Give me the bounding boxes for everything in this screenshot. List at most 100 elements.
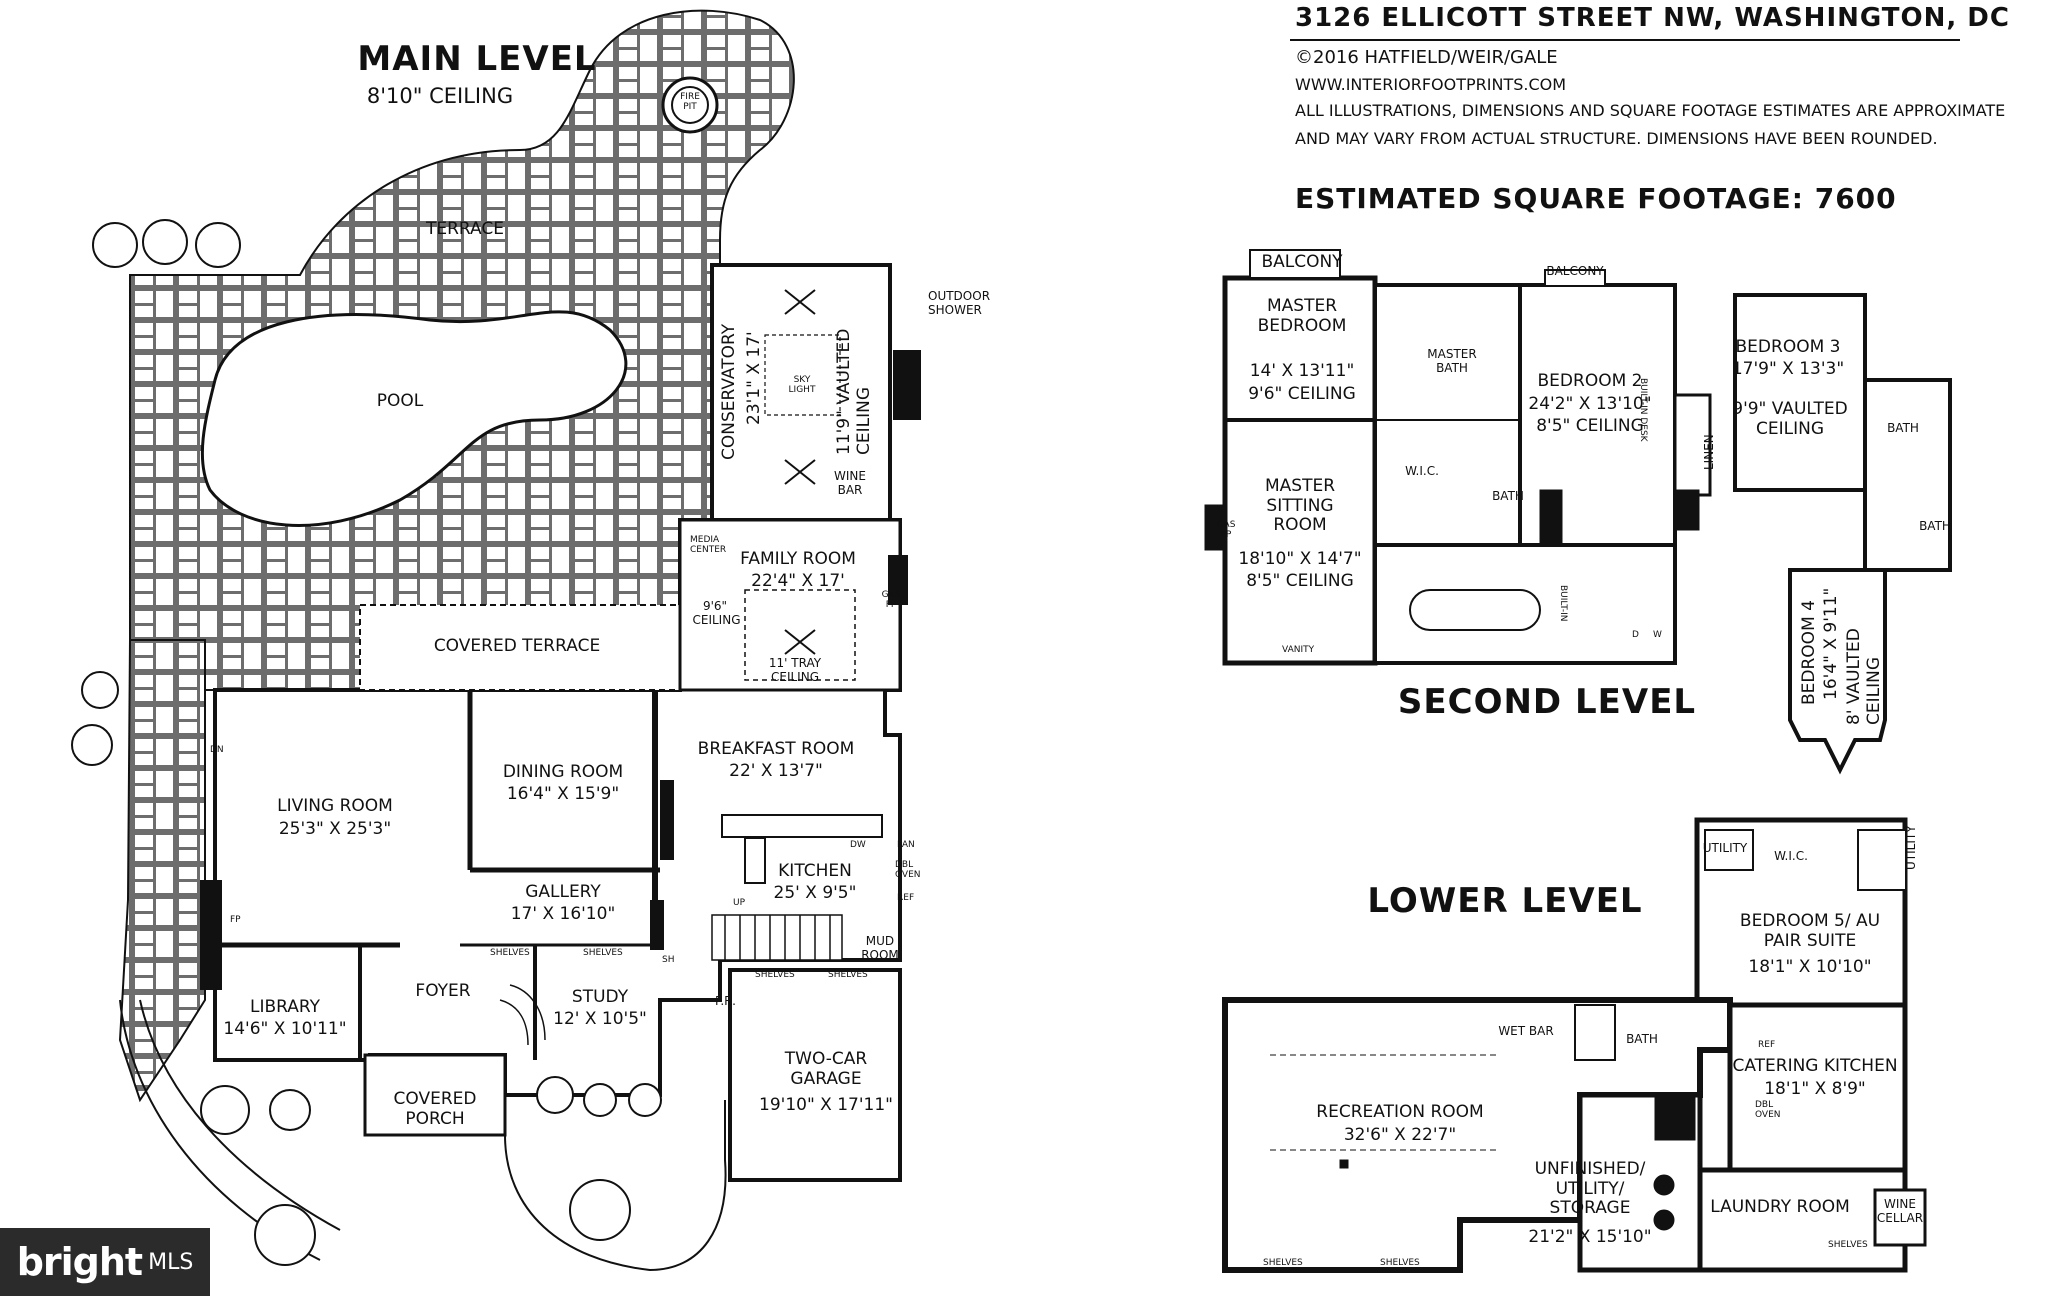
bedroom2-ceiling: 8'5" CEILING bbox=[1536, 416, 1644, 436]
bedroom5-label: BEDROOM 5/ AU PAIR SUITE bbox=[1739, 911, 1881, 951]
kitchen-label: KITCHEN bbox=[778, 861, 852, 881]
bedroom3-ceiling: 9'9" VAULTED CEILING bbox=[1732, 399, 1848, 439]
vanity-label: VANITY bbox=[1282, 645, 1315, 655]
master-sitting-dims: 18'10" X 14'7" bbox=[1238, 549, 1362, 569]
lower-shelves-2: SHELVES bbox=[1380, 1258, 1420, 1268]
breakfast-room-label: BREAKFAST ROOM bbox=[697, 739, 855, 759]
study-label: STUDY bbox=[571, 987, 629, 1007]
main-dbl-oven-label: DBL OVEN bbox=[895, 860, 921, 881]
family-gas-fp: GAS FP bbox=[881, 590, 901, 611]
bedroom4-ceiling: 8' VAULTED CEILING bbox=[1844, 628, 1884, 725]
library-dims: 14'6" X 10'11" bbox=[223, 1019, 347, 1039]
pool-label: POOL bbox=[376, 391, 424, 411]
main-level-plan bbox=[71, 9, 921, 1272]
second-gas-fp-label: GAS FP bbox=[1216, 520, 1236, 541]
copyright: ©2016 HATFIELD/WEIR/GALE bbox=[1295, 47, 1558, 68]
media-center-label: MEDIA CENTER bbox=[690, 535, 727, 556]
family-ceiling-left: 9'6" CEILING bbox=[692, 599, 741, 627]
website: WWW.INTERIORFOOTPRINTS.COM bbox=[1295, 75, 1567, 94]
living-fp-label: FP bbox=[230, 915, 241, 925]
disclaimer-line-2: AND MAY VARY FROM ACTUAL STRUCTURE. DIME… bbox=[1295, 129, 1938, 148]
library-label: LIBRARY bbox=[249, 997, 321, 1017]
breakfast-room-dims: 22' X 13'7" bbox=[729, 761, 823, 781]
main-up-label: UP bbox=[733, 898, 746, 908]
main-shelves-4: SHELVES bbox=[828, 970, 868, 980]
address-title: 3126 ELLICOTT STREET NW, WASHINGTON, DC bbox=[1295, 3, 2010, 33]
lower-bath-label: BATH bbox=[1626, 1032, 1658, 1046]
square-footage: ESTIMATED SQUARE FOOTAGE: 7600 bbox=[1295, 182, 1897, 215]
powder-room-label: P.R. bbox=[715, 994, 736, 1008]
balcony-label-2: BALCONY bbox=[1546, 264, 1604, 278]
second-bath-label-1: BATH bbox=[1492, 489, 1524, 503]
disclaimer-line-1: ALL ILLUSTRATIONS, DIMENSIONS AND SQUARE… bbox=[1295, 101, 2006, 120]
study-dims: 12' X 10'5" bbox=[553, 1009, 647, 1029]
lower-shelves-1: SHELVES bbox=[1263, 1258, 1303, 1268]
bedroom5-dims: 18'1" X 10'10" bbox=[1748, 957, 1872, 977]
lower-ref-label: REF bbox=[1758, 1040, 1776, 1050]
main-sh-label: SH bbox=[662, 955, 675, 965]
laundry-room-label: LAUNDRY ROOM bbox=[1710, 1197, 1850, 1217]
living-room-dims: 25'3" X 25'3" bbox=[278, 819, 392, 839]
catering-kitchen-label: CATERING KITCHEN bbox=[1732, 1056, 1898, 1076]
mud-room-label: MUD ROOM bbox=[861, 934, 899, 962]
dining-room-dims: 16'4" X 15'9" bbox=[506, 784, 620, 804]
covered-porch-label: COVERED PORCH bbox=[393, 1089, 477, 1129]
lower-level-plan bbox=[1222, 817, 1927, 1273]
garage-label: TWO-CAR GARAGE bbox=[784, 1049, 868, 1089]
terrace-label: TERRACE bbox=[425, 219, 505, 239]
wine-cellar-label: WINE CELLAR bbox=[1876, 1197, 1924, 1225]
master-sitting-ceiling: 8'5" CEILING bbox=[1246, 571, 1354, 591]
bedroom4-label: BEDROOM 4 bbox=[1799, 600, 1819, 705]
master-sitting-label: MASTER SITTING ROOM bbox=[1264, 476, 1336, 536]
main-dn-label: DN bbox=[210, 745, 224, 755]
family-room-dims: 22'4" X 17' bbox=[751, 571, 845, 591]
main-shelves-1: SHELVES bbox=[490, 948, 530, 958]
bright-mls-watermark: bright MLS bbox=[0, 1228, 210, 1296]
built-in-label: BUILT-IN bbox=[1558, 585, 1568, 622]
bedroom4-dims: 16'4" X 9'11" bbox=[1821, 587, 1841, 700]
lower-shelves-3: SHELVES bbox=[1828, 1240, 1868, 1250]
utility-label-2: UTILITY bbox=[1904, 825, 1918, 870]
second-level-title: SECOND LEVEL bbox=[1397, 682, 1697, 722]
lower-dbl-oven-label: DBL OVEN bbox=[1755, 1100, 1781, 1121]
recreation-room-dims: 32'6" X 22'7" bbox=[1343, 1125, 1457, 1145]
family-tray-ceiling: 11' TRAY CEILING bbox=[768, 656, 822, 684]
master-bedroom-dims: 14' X 13'11" bbox=[1249, 361, 1355, 381]
utility-label-1: UTILITY bbox=[1702, 841, 1748, 855]
conservatory-label: CONSERVATORY bbox=[719, 323, 739, 460]
wine-bar-label: WINE BAR bbox=[834, 469, 866, 497]
wet-bar-label: WET BAR bbox=[1498, 1024, 1554, 1038]
dining-room-label: DINING ROOM bbox=[502, 762, 624, 782]
second-level-plan bbox=[1204, 249, 1952, 775]
second-wic-label: W.I.C. bbox=[1405, 464, 1439, 478]
second-w-label: W bbox=[1653, 630, 1662, 640]
built-in-desk-label: BUILT-IN DESK bbox=[1638, 378, 1648, 442]
master-bath-label: MASTER BATH bbox=[1427, 347, 1477, 375]
watermark-suffix: MLS bbox=[148, 1249, 194, 1275]
second-d-label: D bbox=[1632, 630, 1639, 640]
garage-dims: 19'10" X 17'11" bbox=[759, 1095, 893, 1115]
watermark-brand: bright bbox=[16, 1240, 143, 1284]
balcony-label-1: BALCONY bbox=[1261, 252, 1343, 272]
main-level-ceiling: 8'10" CEILING bbox=[366, 84, 514, 108]
main-level-title: MAIN LEVEL bbox=[357, 39, 597, 79]
second-bath-label-2: BATH bbox=[1887, 421, 1919, 435]
bedroom2-dims: 24'2" X 13'10" bbox=[1528, 394, 1652, 414]
lower-level-title: LOWER LEVEL bbox=[1367, 881, 1643, 921]
covered-terrace-label: COVERED TERRACE bbox=[433, 636, 601, 656]
bedroom2-label: BEDROOM 2 bbox=[1537, 371, 1643, 391]
pool bbox=[200, 310, 628, 527]
bedroom3-label: BEDROOM 3 bbox=[1735, 337, 1841, 357]
pantry-label: PAN bbox=[897, 840, 915, 850]
kitchen-dims: 25' X 9'5" bbox=[773, 883, 857, 903]
fire-pit-label: FIRE PIT bbox=[680, 92, 700, 113]
master-bedroom-ceiling: 9'6" CEILING bbox=[1248, 384, 1356, 404]
linen-label: LINEN bbox=[1702, 434, 1716, 470]
conservatory-skylight: SKY LIGHT bbox=[788, 375, 816, 396]
unfinished-storage-dims: 21'2" X 15'10" bbox=[1528, 1227, 1652, 1247]
dishwasher-label: DW bbox=[850, 840, 866, 850]
unfinished-storage-label: UNFINISHED/ UTILITY/ STORAGE bbox=[1534, 1159, 1646, 1219]
family-room-label: FAMILY ROOM bbox=[740, 549, 856, 569]
conservatory-ceiling: 11'9" VAULTED CEILING bbox=[834, 328, 874, 455]
